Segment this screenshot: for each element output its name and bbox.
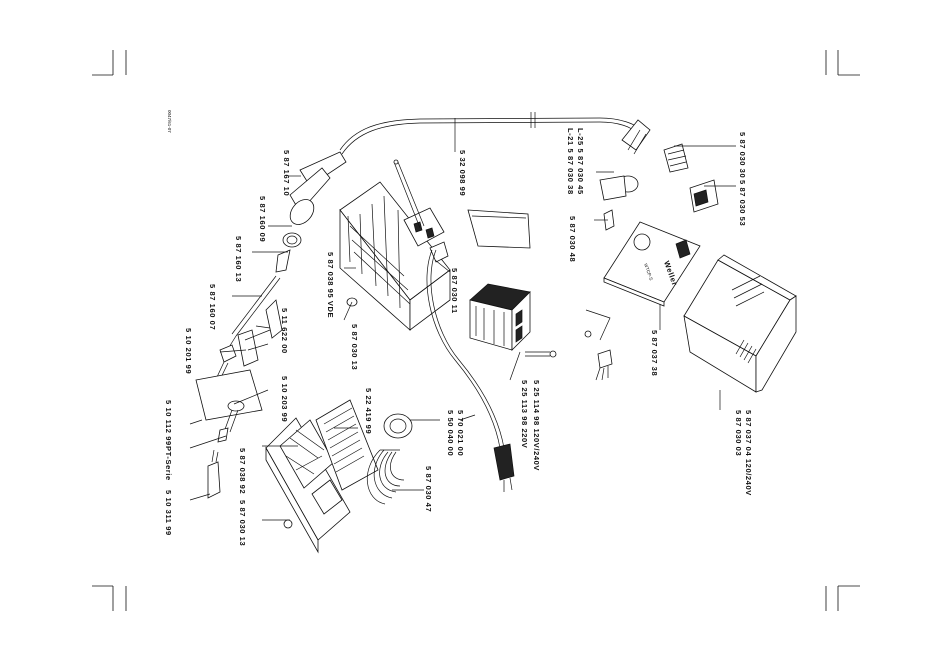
label-5-87-030-47: 5 87 030 47 (424, 466, 433, 512)
label-5-87-160-13: 5 87 160 13 (234, 236, 243, 282)
label-5-10-112-99: 5 10 112 99 (164, 400, 173, 446)
iron-stand-base (265, 399, 379, 554)
label-5-25-114-98: 5 25 114 98 120V/240V (532, 380, 541, 471)
label-5-87-160-09: 5 87 160 09 (258, 196, 267, 242)
label-5-10-203-99: 5 10 203 99 (280, 376, 289, 422)
mains-cable (426, 249, 515, 492)
label-5-87-030-48: 5 87 030 48 (568, 216, 577, 262)
front-panel-model: WTCP-S (643, 263, 654, 281)
sponge-and-spiral (366, 413, 413, 505)
label-5-32-098-99: 5 32 098 99 (458, 150, 467, 196)
label-5-87-037-38: 5 87 037 38 (650, 330, 659, 376)
label-5-87-030-11: 5 87 030 11 (450, 268, 459, 314)
label-5-87-160-07: 5 87 160 07 (208, 284, 217, 330)
document-code: 0047/61-07 (167, 110, 172, 133)
front-panel: Weller WTCP-S (584, 119, 719, 381)
label-5-87-030-30: 5 87 030 30 (738, 132, 747, 178)
label-5-50-040-00: 5 50 040 00 (446, 410, 455, 456)
leader-lines (189, 118, 736, 521)
soldering-iron (209, 151, 347, 393)
label-pt-serie: PT-Serie (164, 446, 173, 481)
label-l21: L-21 5 87 030 38 (566, 128, 575, 195)
housing-cover (683, 254, 797, 393)
label-l25: L-25 5 87 030 45 (576, 128, 585, 195)
label-5-25-113-98: 5 25 113 98 220V (520, 380, 529, 448)
part-number-labels: 5 32 098 99 L-21 5 87 030 38 L-25 5 87 0… (164, 128, 753, 546)
station-chassis (339, 159, 451, 331)
label-5-87-038-95-vde: 5 87 038 95 VDE (326, 252, 335, 318)
label-5-22-419-99: 5 22 419 99 (364, 388, 373, 434)
label-5-87-030-13-upper: 5 87 030 13 (350, 324, 359, 370)
label-5-87-167-10: 5 87 167 10 (282, 150, 291, 196)
label-5-70-021-00: 5 70 021 00 (456, 410, 465, 456)
label-5-87-030-53: 5 87 030 53 (738, 180, 747, 226)
label-5-11-622-00: 5 11 622 00 (280, 308, 289, 354)
soldering-cable (339, 112, 641, 155)
label-5-87-030-03: 5 87 030 03 (734, 410, 743, 456)
iron-small-parts (195, 329, 271, 499)
transformer (469, 283, 557, 358)
label-5-10-311-99: 5 10 311 99 (164, 490, 173, 536)
label-5-10-201-99: 5 10 201 99 (184, 328, 193, 374)
insulating-sheet (467, 209, 531, 249)
label-5-87-038-92: 5 87 038 92 (238, 448, 247, 494)
label-5-87-037-04: 5 87 037 04 120/240V (744, 410, 753, 496)
crop-marks (92, 50, 860, 611)
label-5-87-030-13-lower: 5 87 030 13 (238, 500, 247, 546)
